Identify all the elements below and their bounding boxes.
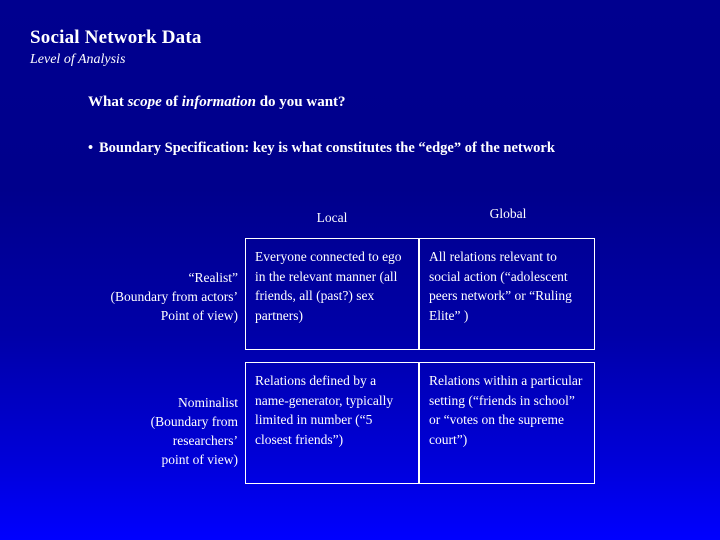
page-subtitle: Level of Analysis [30,52,126,67]
question-text-1: What [88,94,128,110]
bullet-item-label: Boundary Specification: key is what cons… [99,140,555,156]
question-emphasis-scope: scope [127,94,162,110]
question-line: What scope of information do you want? [88,94,346,111]
table-cell-nominalist-global: Relations within a particular setting (“… [419,362,595,484]
question-text-2: of [161,94,182,110]
bullet-marker-icon: • [88,140,94,156]
bullet-item: • Boundary Specification: key is what co… [88,138,588,159]
row-label-nominalist: Nominalist (Boundary from researchers’ p… [150,395,238,467]
column-header-global: Global [489,206,527,221]
table-cell-realist-global: All relations relevant to social action … [419,238,595,350]
table-cell-realist-local: Everyone connected to ego in the relevan… [245,238,419,350]
question-text-3: do you want? [255,94,346,110]
table-cell-nominalist-local: Relations defined by a name-generator, t… [245,362,419,484]
page-title: Social Network Data [30,27,202,48]
row-label-realist: “Realist” (Boundary from actors’ Point o… [110,270,238,323]
question-emphasis-information: information [181,94,256,110]
column-header-local: Local [316,210,348,225]
